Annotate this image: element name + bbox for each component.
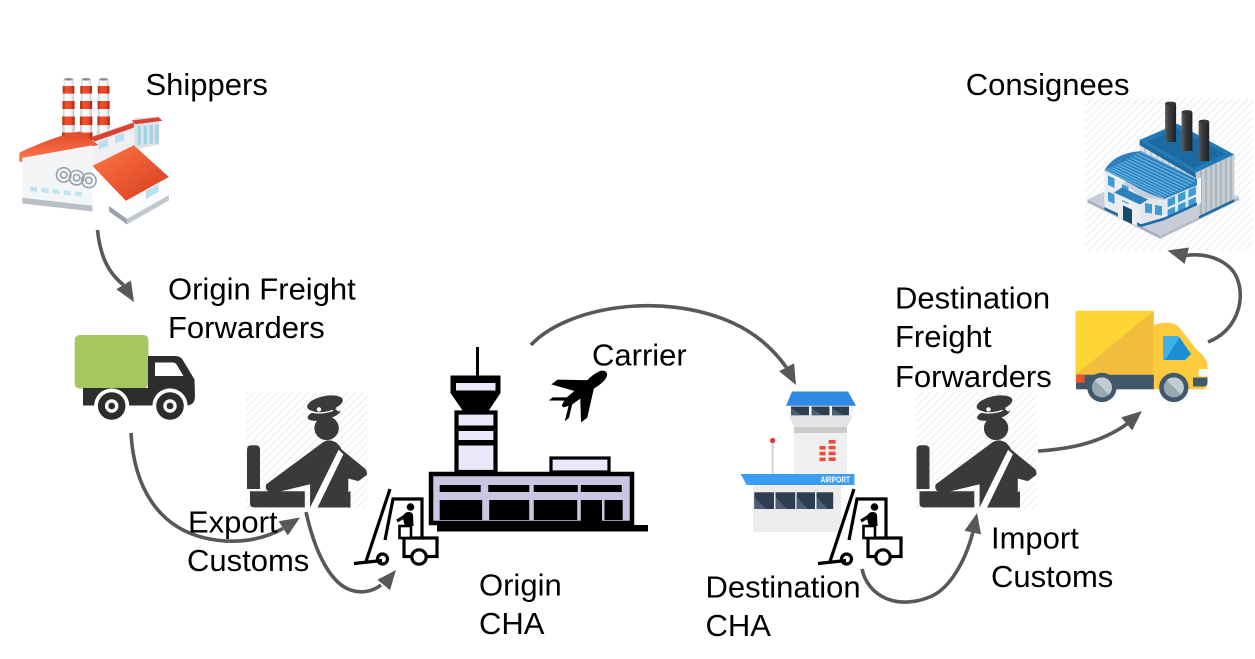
svg-text:Forwarders: Forwarders	[895, 359, 1052, 394]
svg-text:Customs: Customs	[187, 543, 309, 578]
svg-text:Destination: Destination	[895, 281, 1050, 316]
svg-text:AIRPORT: AIRPORT	[821, 474, 851, 484]
svg-text:Freight: Freight	[895, 319, 992, 354]
svg-text:Carrier: Carrier	[592, 338, 687, 373]
svg-text:Shippers: Shippers	[146, 67, 268, 102]
svg-text:Customs: Customs	[991, 559, 1113, 594]
svg-text:Consignees: Consignees	[966, 67, 1130, 102]
svg-text:CHA: CHA	[479, 606, 545, 641]
svg-text:Origin Freight: Origin Freight	[168, 272, 356, 307]
svg-text:Export: Export	[188, 505, 278, 540]
svg-text:Origin: Origin	[479, 568, 562, 603]
svg-text:Destination: Destination	[706, 570, 861, 605]
svg-text:Forwarders: Forwarders	[168, 310, 325, 345]
svg-text:Import: Import	[991, 521, 1079, 556]
svg-text:CHA: CHA	[706, 608, 772, 643]
